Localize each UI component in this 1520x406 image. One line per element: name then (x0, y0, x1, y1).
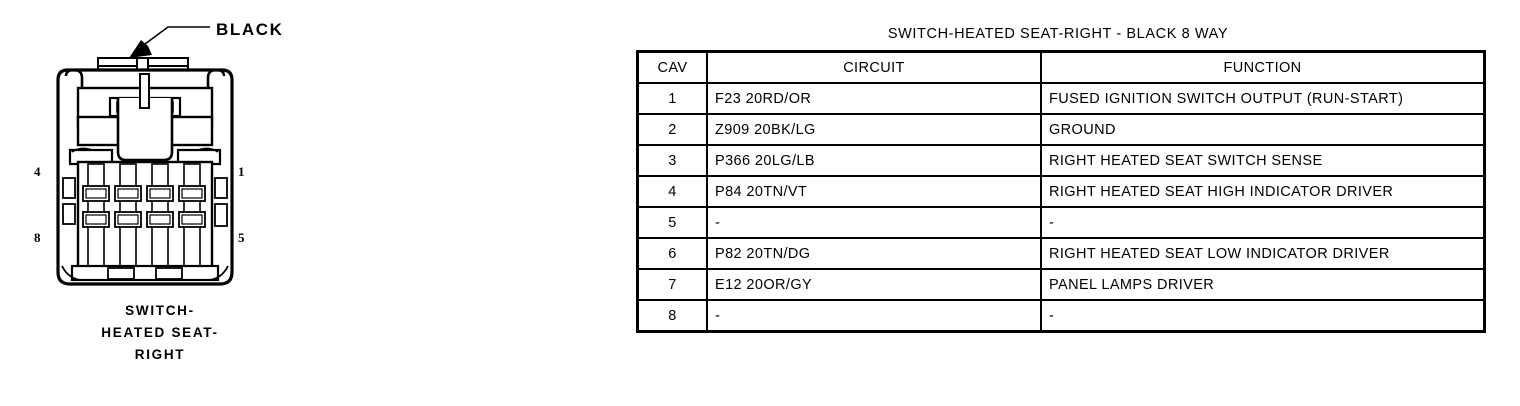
pin-number-bottom-left: 8 (34, 230, 41, 245)
cell-cav: 7 (636, 268, 708, 301)
cell-function: RIGHT HEATED SEAT SWITCH SENSE (1040, 144, 1486, 177)
cell-circuit: P82 20TN/DG (706, 237, 1042, 270)
connector-caption-line-3: RIGHT (134, 347, 186, 362)
connector-caption: SWITCH- HEATED SEAT- RIGHT (0, 300, 320, 366)
cell-circuit: F23 20RD/OR (706, 82, 1042, 115)
connector-latch-hooks (64, 68, 226, 140)
cell-cav: 6 (636, 237, 708, 270)
pin-number-top-right: 1 (238, 164, 245, 179)
connector-caption-line-1: SWITCH- (125, 303, 195, 318)
cell-function: PANEL LAMPS DRIVER (1040, 268, 1486, 301)
cell-circuit: - (706, 299, 1042, 333)
connector-bottom-skirt (61, 264, 229, 282)
connector-illustration-panel: BLACK 4 8 1 5 SWITCH- HEATED SEAT- RIGHT (0, 0, 330, 406)
connector-caption-line-2: HEATED SEAT- (101, 325, 219, 340)
cell-cav: 4 (636, 175, 708, 208)
pin-number-bottom-right: 5 (238, 230, 245, 245)
cell-function: RIGHT HEATED SEAT HIGH INDICATOR DRIVER (1040, 175, 1486, 208)
cell-circuit: E12 20OR/GY (706, 268, 1042, 301)
cell-function: - (1040, 206, 1486, 239)
cell-circuit: - (706, 206, 1042, 239)
table-row: 8-- (636, 299, 1486, 333)
cell-function: - (1040, 299, 1486, 333)
column-header-cav: CAV (636, 50, 708, 84)
cell-circuit: P366 20LG/LB (706, 144, 1042, 177)
cell-function: FUSED IGNITION SWITCH OUTPUT (RUN-START) (1040, 82, 1486, 115)
cell-cav: 2 (636, 113, 708, 146)
cell-cav: 8 (636, 299, 708, 333)
connector-latch-block (76, 73, 214, 162)
pinout-table-title: SWITCH-HEATED SEAT-RIGHT - BLACK 8 WAY (887, 26, 1229, 42)
cell-function: GROUND (1040, 113, 1486, 146)
connector-side-nubs (62, 177, 228, 227)
cavity-openings (82, 185, 206, 228)
cell-circuit: P84 20TN/VT (706, 175, 1042, 208)
cell-cav: 1 (636, 82, 708, 115)
pin-number-top-left: 4 (34, 164, 41, 179)
cell-cav: 5 (636, 206, 708, 239)
pinout-table-panel: SWITCH-HEATED SEAT-RIGHT - BLACK 8 WAY C… (636, 0, 1486, 333)
black-callout-label: BLACK (216, 20, 284, 39)
cell-cav: 3 (636, 144, 708, 177)
black-callout-leader (129, 26, 210, 58)
connector-drawing (56, 26, 234, 286)
column-header-function: FUNCTION (1040, 50, 1486, 84)
cell-function: RIGHT HEATED SEAT LOW INDICATOR DRIVER (1040, 237, 1486, 270)
table-header-row: CAV CIRCUIT FUNCTION (636, 50, 1486, 84)
table-row: 5-- (636, 206, 1486, 239)
column-header-circuit: CIRCUIT (706, 50, 1042, 84)
cell-circuit: Z909 20BK/LG (706, 113, 1042, 146)
